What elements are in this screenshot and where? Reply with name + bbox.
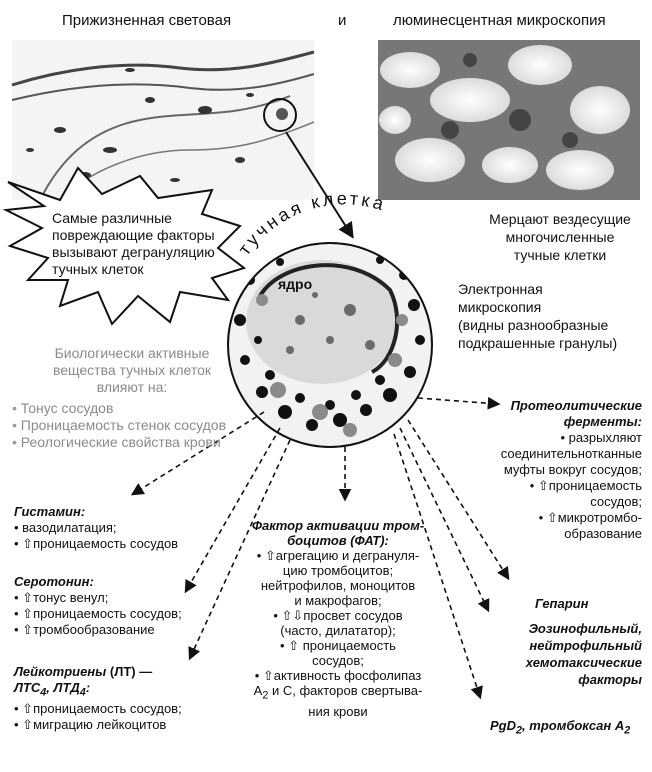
highlighted-cell-circle	[263, 98, 297, 132]
serotonin-block: Серотонин: ⇧тонус венул; ⇧проницаемость …	[14, 574, 182, 638]
flicker-text: Мерцают вездесущие многочисленные тучные…	[489, 211, 631, 263]
arrow-histamine	[130, 411, 265, 496]
dashed-arrows	[130, 396, 510, 700]
arrow-pgd	[393, 433, 483, 700]
arrow-heparin	[407, 419, 510, 581]
starburst-shape	[2, 166, 247, 326]
arrow-serotonin	[184, 427, 281, 594]
bio-item: Проницаемость стенок сосудов	[12, 417, 226, 434]
arrow-leukotrienes	[188, 439, 291, 661]
paf-block: Фактор активации тром- боцитов (ФАТ): • …	[251, 518, 425, 719]
arrow-eosinophil	[399, 427, 490, 613]
bio-substances-list: Тонус сосудов Проницаемость стенок сосуд…	[12, 400, 226, 451]
arrow-to-cell	[285, 131, 354, 239]
starburst-text: Самые различные повреждающие факторы выз…	[52, 210, 215, 277]
header-light-microscopy: Прижизненная световая	[62, 12, 232, 29]
header-luminescent-microscopy: люминесцентная микроскопия	[393, 12, 606, 29]
mast-cell-image	[227, 242, 433, 448]
nucleus-label: ядро	[278, 276, 313, 292]
heparin-label: Гепарин	[535, 596, 589, 611]
leukotrienes-block: Лейкотриены (ЛТ) — ЛТС4, ЛТД4: ⇧проницае…	[14, 664, 182, 733]
luminescent-microscopy-image	[378, 40, 640, 200]
arrow-proteases	[417, 396, 501, 410]
histamine-block: Гистамин: вазодилатация; ⇧проницаемость …	[14, 504, 178, 552]
pgd2-thromboxane-label: PgD2, тромбоксан A2	[490, 718, 631, 737]
light-microscopy-image	[11, 40, 315, 201]
bio-item: Реологические свойства крови	[12, 434, 226, 451]
proteases-block: Протеолитические ферменты: • разрыхляют …	[500, 398, 642, 541]
header-and: и	[338, 12, 347, 29]
electron-microscopy-text: Электронная микроскопия (видны разнообра…	[458, 281, 618, 351]
bio-item: Тонус сосудов	[12, 400, 226, 417]
bio-substances-heading: Биологически активные вещества тучных кл…	[52, 345, 212, 395]
chemotactic-factors-block: Эозинофильный, нейтрофильный хемотаксиче…	[525, 621, 642, 687]
